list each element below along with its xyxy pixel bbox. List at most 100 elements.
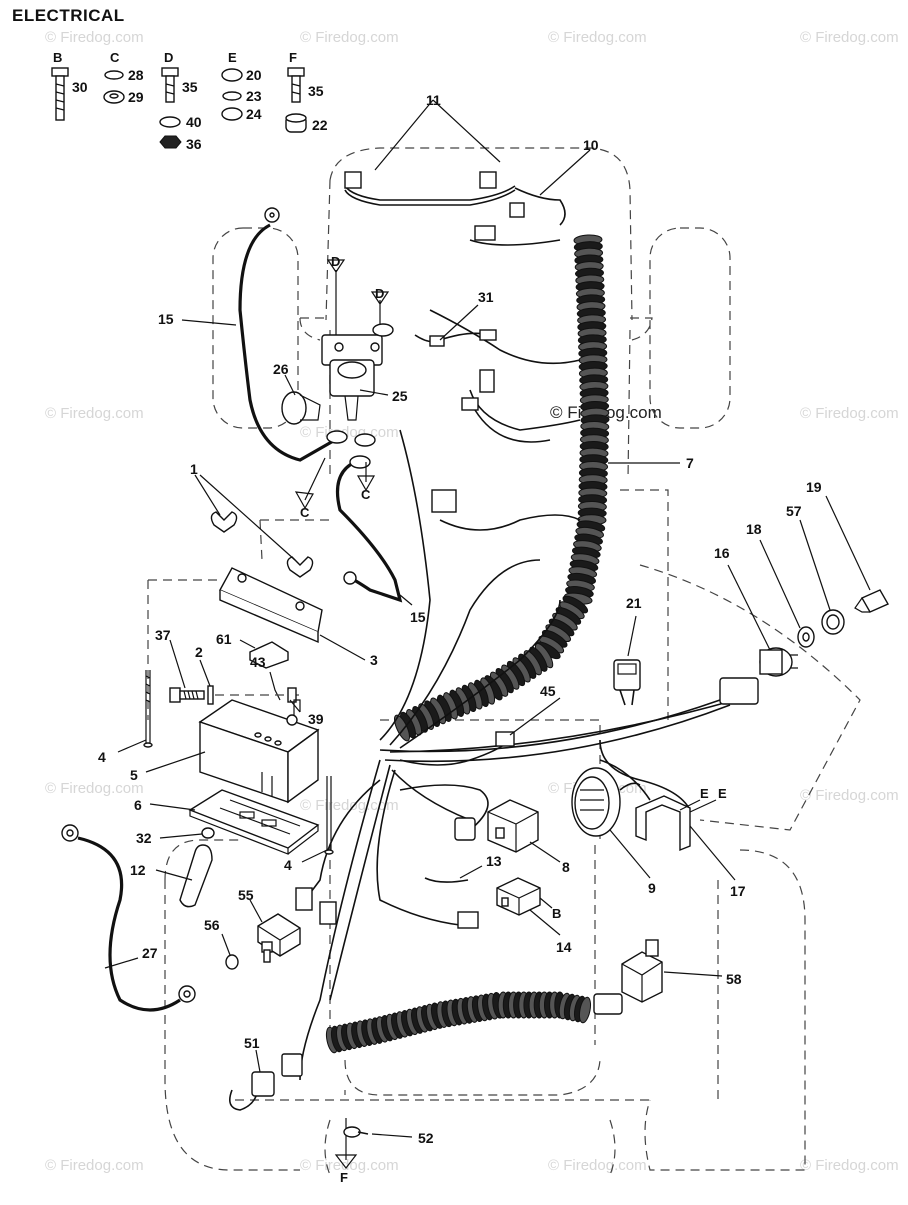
leader-line <box>529 841 561 863</box>
callout-19: 19 <box>806 479 822 495</box>
part-number-29: 29 <box>128 89 144 105</box>
leader-line <box>689 825 736 881</box>
leader-line <box>221 933 231 956</box>
callout-37: 37 <box>155 627 171 643</box>
tractor-outline <box>147 147 861 1176</box>
callout-10: 10 <box>583 137 599 153</box>
callout-52: 52 <box>418 1130 434 1146</box>
leader-line <box>627 615 637 657</box>
leader-line <box>399 594 413 606</box>
watermark: © Firedog.com <box>45 29 144 46</box>
pto-switch <box>621 939 663 1003</box>
fuse-wire <box>424 877 469 883</box>
seat-switch <box>613 659 641 706</box>
ignition-nut-hole <box>802 632 810 642</box>
leader-line <box>759 539 801 629</box>
hardware-ref-f: F <box>340 1170 348 1185</box>
toggle-switch <box>257 913 301 963</box>
diode-switch <box>496 877 541 916</box>
front-headlight-harness <box>344 171 566 246</box>
watermark: © Firedog.com <box>300 797 399 814</box>
callout-4-right: 4 <box>284 857 292 873</box>
hardware-ref-arrow <box>294 457 326 510</box>
watermark: © Firedog.com <box>300 29 399 46</box>
part-number-40: 40 <box>186 114 202 130</box>
part-number-35: 35 <box>308 83 324 99</box>
part-number-23: 23 <box>246 88 262 104</box>
leader-line <box>459 865 483 879</box>
callout-45: 45 <box>540 683 556 699</box>
ground-terminal <box>343 1118 369 1150</box>
watermark: © Firedog.com <box>45 780 144 797</box>
ground-wire <box>414 329 497 347</box>
battery-post-terminal <box>207 685 214 705</box>
callout-55: 55 <box>238 887 254 903</box>
terminal-ring <box>354 433 376 447</box>
leader-line <box>359 389 389 396</box>
battery-cable-positive <box>238 207 336 462</box>
leader-line <box>145 751 206 773</box>
ignition-switch <box>759 647 798 677</box>
leader-line <box>181 319 237 326</box>
terminal-boot <box>281 391 321 425</box>
lock-washer-icon <box>104 70 124 80</box>
leader-line <box>509 697 561 736</box>
connector <box>509 202 525 218</box>
callout-21: 21 <box>626 595 642 611</box>
part-number-36: 36 <box>186 136 202 152</box>
starter-solenoid <box>321 334 383 421</box>
hardware-ref-arrow <box>679 799 717 813</box>
page-title: ELECTRICAL <box>12 6 125 25</box>
lock-washer-icon <box>222 91 242 101</box>
callout-26: 26 <box>273 361 289 377</box>
battery-cable-negative <box>335 458 403 603</box>
callout-3: 3 <box>370 652 378 668</box>
callout-14: 14 <box>556 939 572 955</box>
callout-2: 2 <box>195 644 203 660</box>
part-number-28: 28 <box>128 67 144 83</box>
watermark: © Firedog.com <box>800 29 899 46</box>
hardware-ref-arrow <box>334 1150 358 1169</box>
ignition-connector <box>719 677 759 705</box>
connector <box>461 397 479 411</box>
leader-line <box>319 634 366 661</box>
battery-tray <box>188 789 320 855</box>
leader-line <box>159 833 203 839</box>
hardware-ref-c: C <box>300 505 310 520</box>
leader-line <box>539 149 591 196</box>
watermark: © Firedog.com <box>45 405 144 422</box>
battery <box>198 699 320 804</box>
leader-line <box>117 739 147 753</box>
loom-ring <box>578 996 592 1024</box>
callout-12: 12 <box>130 862 146 878</box>
leader-line <box>371 1133 413 1138</box>
callout-13: 13 <box>486 853 502 869</box>
leader-line <box>727 564 771 651</box>
leader-line <box>529 909 561 936</box>
ground-cable <box>61 824 196 1012</box>
callout-43: 43 <box>250 654 266 670</box>
callout-27: 27 <box>142 945 158 961</box>
battery-bolt <box>169 687 205 703</box>
hardware-ref-d: D <box>331 254 340 269</box>
headlight-socket-left <box>344 171 362 189</box>
callout-9: 9 <box>648 880 656 896</box>
leader-line <box>255 1049 261 1073</box>
hex-nut <box>201 827 215 839</box>
callout-16: 16 <box>714 545 730 561</box>
leader-line <box>194 474 296 561</box>
part-number-20: 20 <box>246 67 262 83</box>
terminal-ring <box>372 323 394 337</box>
callout-56: 56 <box>204 917 220 933</box>
callout-18: 18 <box>746 521 762 537</box>
callout-15-upper: 15 <box>158 311 174 327</box>
leader-line <box>799 519 831 611</box>
leader-line <box>155 869 193 881</box>
part-number-24: 24 <box>246 106 262 122</box>
hour-meter <box>571 767 641 837</box>
callout-32: 32 <box>136 830 152 846</box>
hardware-ref-d: D <box>375 286 384 301</box>
callout-58: 58 <box>726 971 742 987</box>
callout-7: 7 <box>686 455 694 471</box>
